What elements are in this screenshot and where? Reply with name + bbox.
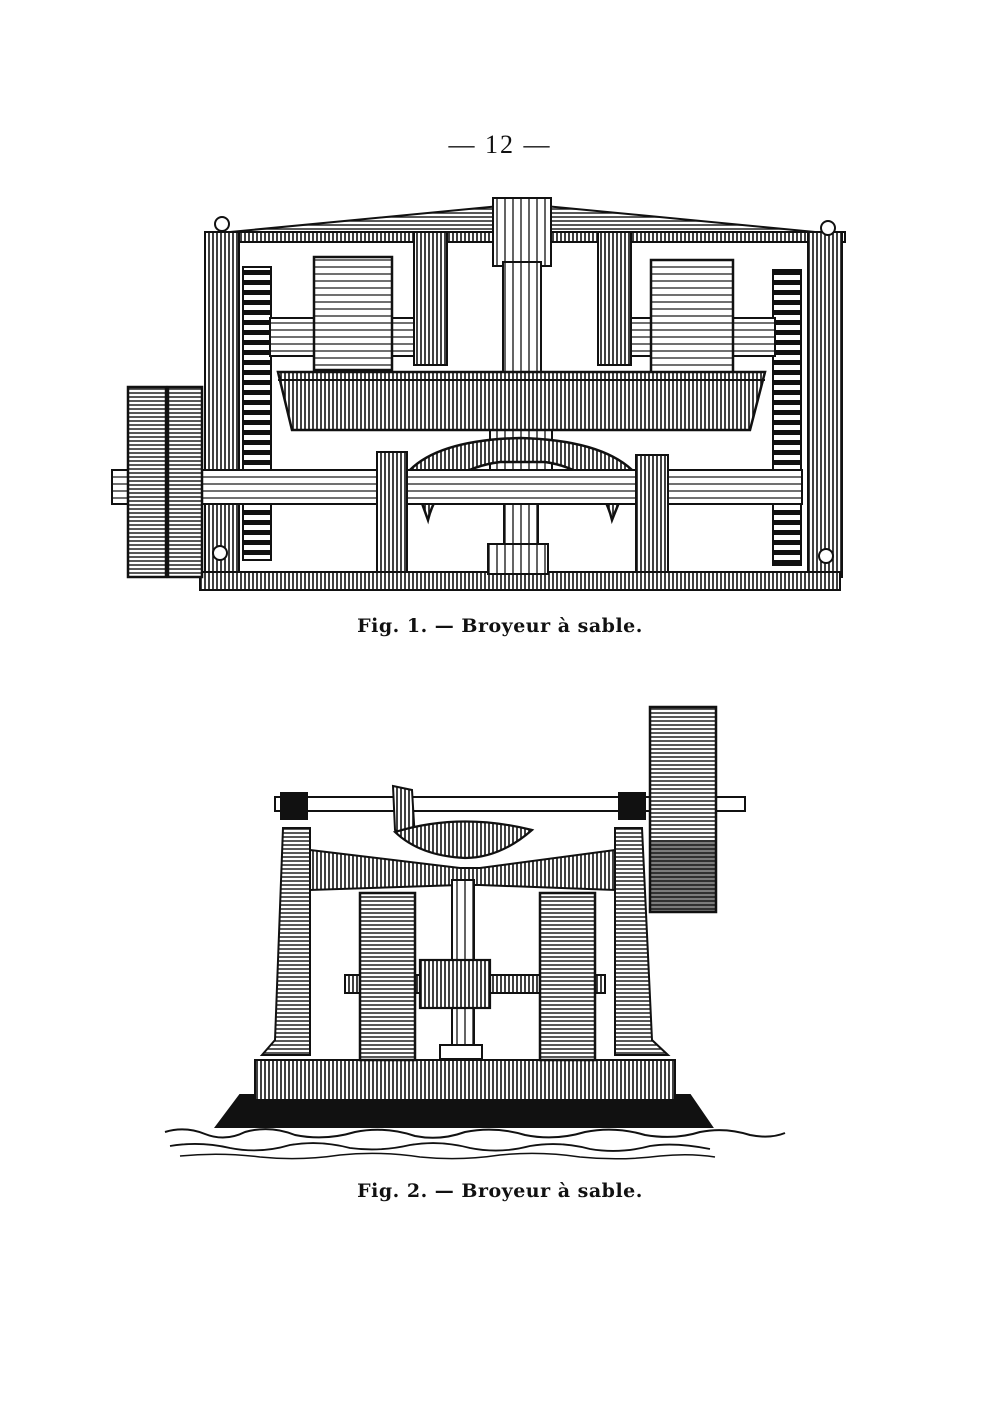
figure-2-drawing [160,705,786,1160]
grinding-pan [254,1059,676,1101]
cross-beam [309,848,616,892]
fixed-pulley [126,385,168,579]
lower-drive-shaft [111,469,803,505]
crown-wheel [276,370,767,432]
right-bearing-post [597,231,632,366]
page-number: — 12 — [448,130,552,159]
right-gear-rack [772,269,802,566]
left-gear-rack [242,266,272,561]
axle-hub [418,958,492,1010]
figure-1-caption: Fig. 1. — Broyeur à sable. [357,615,643,637]
figure-1-drawing [111,197,846,591]
right-column [614,827,671,1056]
loose-pulley [166,385,204,579]
ground [160,1128,786,1160]
figure-2-caption: Fig. 2. — Broyeur à sable. [357,1180,643,1202]
right-edge-runner [538,891,597,1062]
horizontal-bevel-gear [392,820,535,860]
left-column [259,827,311,1056]
left-millstone [312,255,394,372]
lower-left-bearing [376,451,408,573]
left-shaft-bearing [280,792,308,820]
lower-right-bearing [635,454,669,573]
left-edge-runner [358,891,417,1062]
left-bearing-post [413,231,448,366]
right-shaft-bearing [618,792,646,820]
